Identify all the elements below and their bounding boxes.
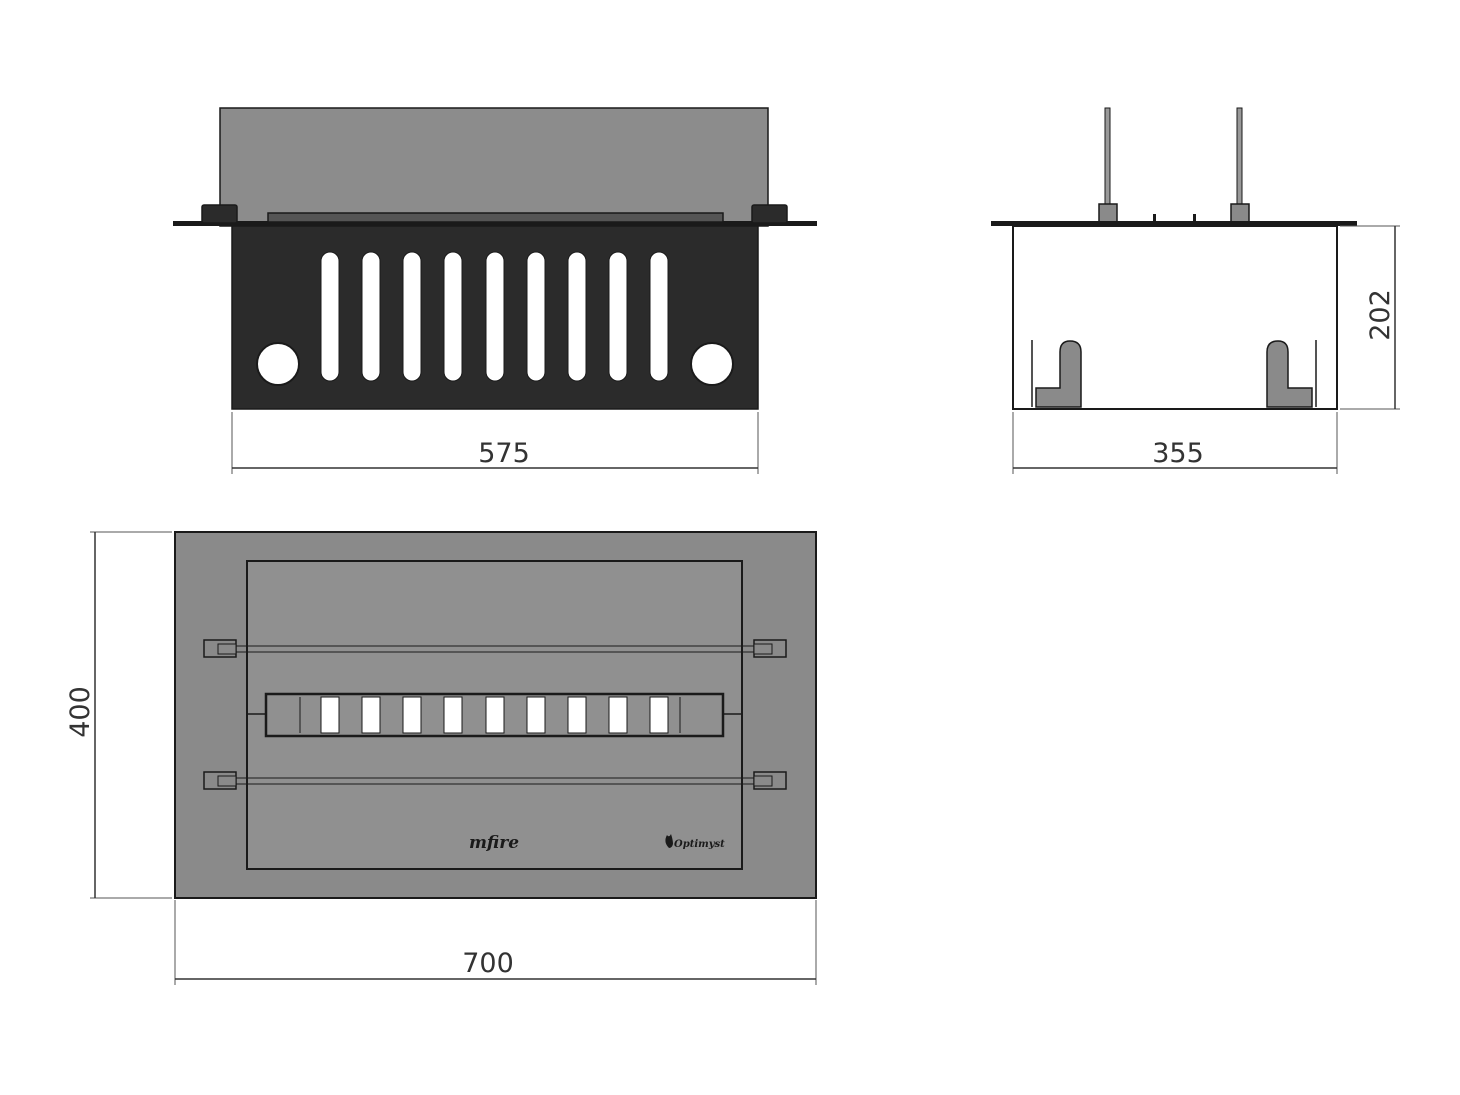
side-left-rod	[1104, 107, 1111, 209]
front-slot	[443, 251, 463, 382]
dimension-top-width: 700	[462, 948, 514, 979]
front-slot	[526, 251, 546, 382]
front-view: 575	[173, 107, 817, 474]
side-top-flange	[991, 221, 1357, 226]
front-slot	[402, 251, 422, 382]
front-right-clip	[751, 204, 788, 224]
top-view: mfire Optimyst 400 700	[65, 531, 817, 985]
top-burner-opening	[485, 696, 505, 734]
side-view: 355 202	[991, 107, 1400, 474]
side-pin	[1193, 214, 1196, 223]
dimension-side-height: 202	[1365, 289, 1396, 341]
side-right-rod-base	[1230, 203, 1250, 224]
dimension-top-depth: 400	[65, 686, 96, 738]
logo-optimyst: Optimyst	[665, 834, 725, 850]
top-burner-opening	[320, 696, 340, 734]
front-slot	[320, 251, 340, 382]
front-slot	[485, 251, 505, 382]
top-burner-openings	[320, 696, 669, 734]
side-right-bracket	[1266, 340, 1313, 408]
dimension-front-width: 575	[478, 438, 530, 469]
front-slot	[361, 251, 381, 382]
front-right-hole	[690, 342, 734, 386]
dimension-side-depth: 355	[1152, 438, 1204, 469]
front-glass-panel	[219, 107, 769, 227]
side-right-rod	[1236, 107, 1243, 209]
top-burner-opening	[649, 696, 669, 734]
front-burner-bar	[267, 212, 724, 223]
top-burner-opening	[608, 696, 628, 734]
side-left-bracket	[1035, 340, 1082, 408]
front-slot	[567, 251, 587, 382]
top-burner-opening	[361, 696, 381, 734]
front-left-hole	[256, 342, 300, 386]
logo-mfire: mfire	[469, 833, 519, 853]
front-slot	[608, 251, 628, 382]
top-burner-opening	[402, 696, 422, 734]
flame-icon	[665, 834, 673, 848]
top-burner-opening	[567, 696, 587, 734]
top-burner-opening	[443, 696, 463, 734]
logo-optimyst-text: Optimyst	[674, 839, 725, 850]
front-slot	[649, 251, 669, 382]
front-top-flange	[173, 221, 817, 226]
side-left-rod-base	[1098, 203, 1118, 224]
front-left-clip	[201, 204, 238, 224]
front-slots	[320, 251, 669, 382]
side-pin	[1153, 214, 1156, 223]
top-burner-opening	[526, 696, 546, 734]
